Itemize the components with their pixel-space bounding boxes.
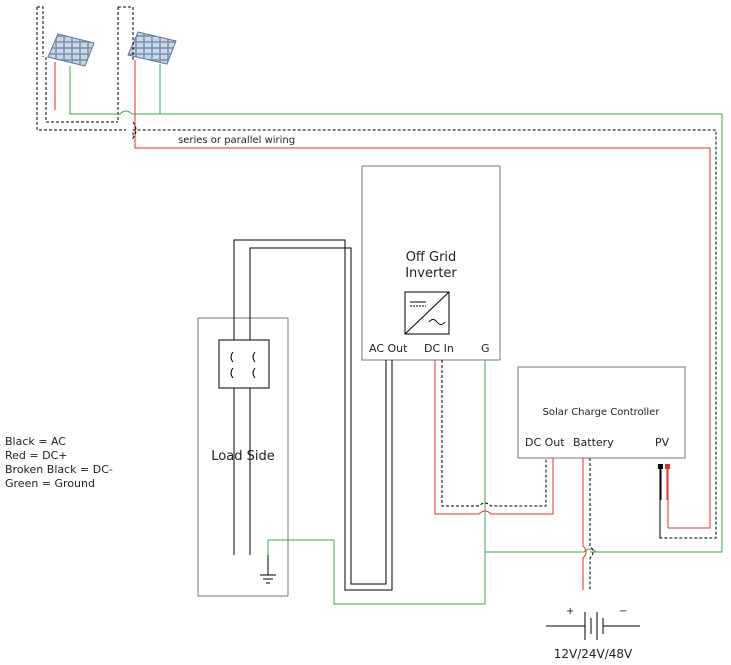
battery-wiring <box>582 458 594 590</box>
legend-item-ground: Green = Ground <box>5 477 95 490</box>
breaker-icon <box>218 339 270 389</box>
battery-minus-label: − <box>619 606 627 617</box>
wiring-note-label: series or parallel wiring <box>178 135 295 146</box>
ac-wiring <box>233 239 393 591</box>
solar-panel-1 <box>47 33 95 67</box>
cc-pv-label: PV <box>655 436 670 449</box>
ground-symbol-icon <box>260 555 276 584</box>
inverter-ac-out-label: AC Out <box>369 342 408 355</box>
legend-item-ac: Black = AC <box>5 435 66 448</box>
battery-plus-label: + <box>566 606 574 617</box>
pv-connector-icon <box>658 464 670 538</box>
battery-icon <box>546 612 640 640</box>
legend-item-dc-negative: Broken Black = DC- <box>5 463 113 476</box>
cc-battery-label: Battery <box>573 436 614 449</box>
color-legend: Black = AC Red = DC+ Broken Black = DC- … <box>5 435 113 491</box>
charge-controller-box <box>517 366 686 459</box>
battery-voltage-label: 12V/24V/48V <box>554 647 633 661</box>
inverter-dc-in-label: DC In <box>424 342 454 355</box>
inverter-symbol-icon <box>404 291 450 335</box>
inverter-title-line1: Off Grid <box>406 250 457 265</box>
inverter-box <box>361 165 501 361</box>
solar-panel-2 <box>127 31 177 65</box>
cc-dc-out-label: DC Out <box>525 436 565 449</box>
inverter-ground-label: G <box>481 342 490 355</box>
ground-wiring <box>267 360 722 605</box>
inverter-title-line2: Inverter <box>405 266 457 281</box>
charge-controller-title: Solar Charge Controller <box>543 407 661 418</box>
dc-in-wiring <box>434 360 554 515</box>
legend-item-dc-positive: Red = DC+ <box>5 449 68 462</box>
load-side-label: Load Side <box>211 449 274 464</box>
